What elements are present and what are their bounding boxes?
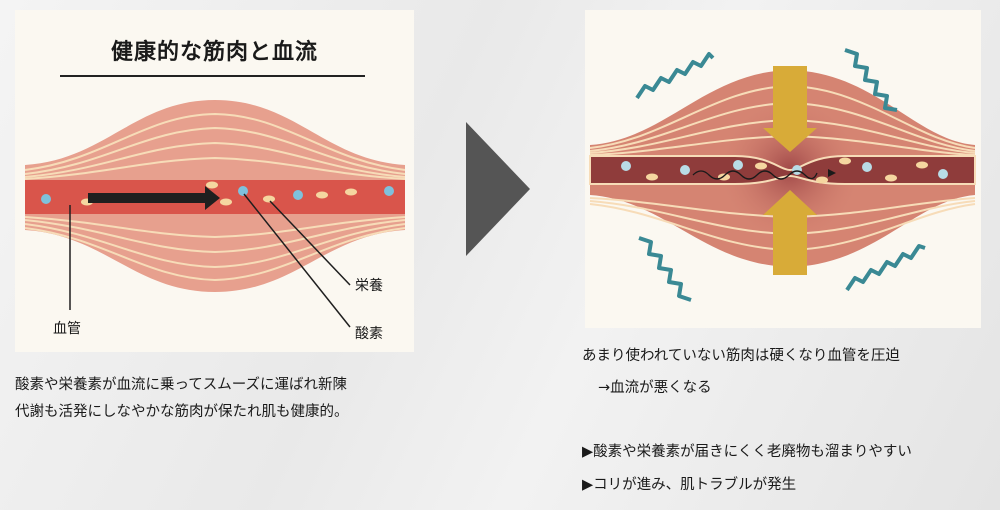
oxygen-particles — [621, 160, 948, 179]
pressure-arrow-down-icon — [763, 66, 817, 152]
label-oxygen: 酸素 — [355, 326, 383, 342]
label-vessel: 血管 — [53, 321, 81, 337]
stiff-muscle-panel — [585, 10, 981, 328]
leader-lines — [69, 193, 351, 328]
muscle-fibers — [24, 112, 406, 282]
healthy-caption-line-1: 酸素や栄養素が血流に乗ってスムーズに運ばれ新陳 — [15, 377, 348, 393]
next-arrow-icon — [466, 122, 530, 256]
healthy-muscle-panel: 健康的な筋肉と血流 血管 栄養 酸素 — [15, 10, 414, 352]
label-nutrition: 栄養 — [355, 278, 383, 294]
stiff-caption-line-1: あまり使われていない筋肉は硬くなり血管を圧迫 — [582, 348, 900, 364]
stiff-caption-line-2: →血流が悪くなる — [598, 380, 712, 396]
slow-flow-arrow-icon — [692, 170, 818, 180]
healthy-caption-line-2: 代謝も活発にしなやかな筋肉が保たれ肌も健康的。 — [15, 404, 349, 420]
healthy-muscle-illustration — [24, 100, 406, 328]
stiff-bullet-1: ▶酸素や栄養素が届きにくく老廃物も溜まりやすい — [582, 444, 912, 460]
stiff-muscle-illustration — [589, 48, 976, 302]
diagram-title: 健康的な筋肉と血流 — [110, 40, 318, 65]
title-underline — [60, 75, 365, 77]
stiff-bullet-2: ▶コリが進み、肌トラブルが発生 — [582, 477, 797, 493]
tension-squiggle-icons — [635, 48, 926, 302]
nutrient-particles — [646, 157, 928, 184]
blood-vessel — [589, 155, 976, 185]
oxygen-particles — [41, 186, 394, 204]
blood-flow-arrow-icon — [88, 186, 220, 210]
pressure-arrow-up-icon — [763, 190, 817, 275]
